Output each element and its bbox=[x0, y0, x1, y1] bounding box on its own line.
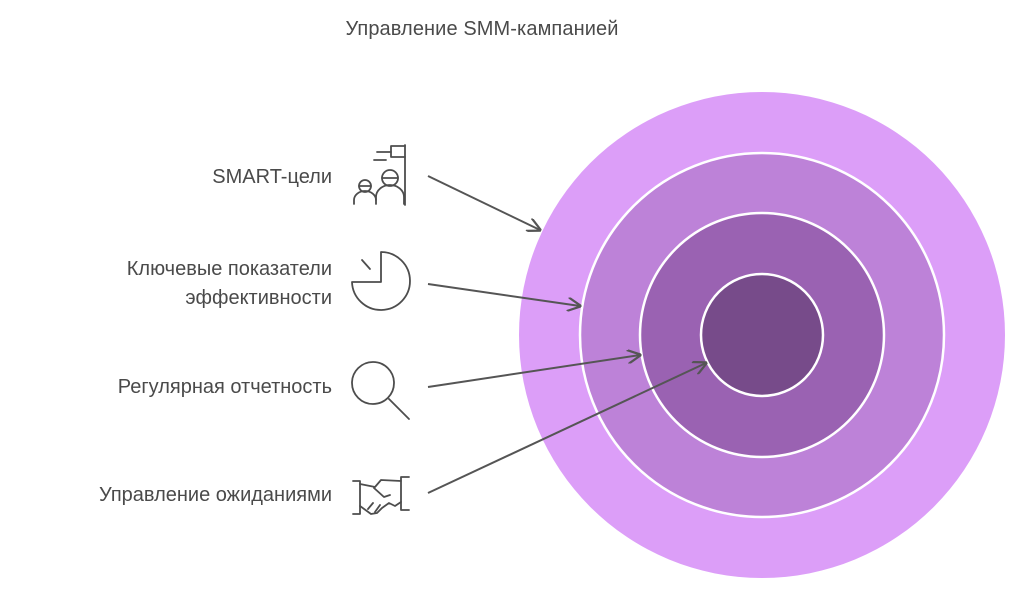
magnifier-icon bbox=[351, 361, 410, 420]
pie-chart-icon bbox=[351, 251, 411, 311]
arrow-expectations bbox=[427, 363, 706, 494]
handshake-icon bbox=[352, 476, 410, 515]
label-kpi: Ключевые показатели эффективности bbox=[126, 258, 332, 309]
diagram-title: Управление SMM-кампанией bbox=[345, 18, 619, 40]
arrow-kpi bbox=[427, 283, 580, 306]
label-regular-reporting: Регулярная отчетность bbox=[117, 376, 332, 398]
arrow-reporting bbox=[427, 355, 640, 388]
label-smart-goals: SMART-цели bbox=[212, 166, 332, 188]
goals-team-flag-icon bbox=[353, 144, 406, 206]
arrow-smart-goals bbox=[427, 175, 540, 230]
label-expectation-management: Управление ожиданиями bbox=[99, 484, 332, 506]
ring-inner bbox=[699, 272, 825, 398]
